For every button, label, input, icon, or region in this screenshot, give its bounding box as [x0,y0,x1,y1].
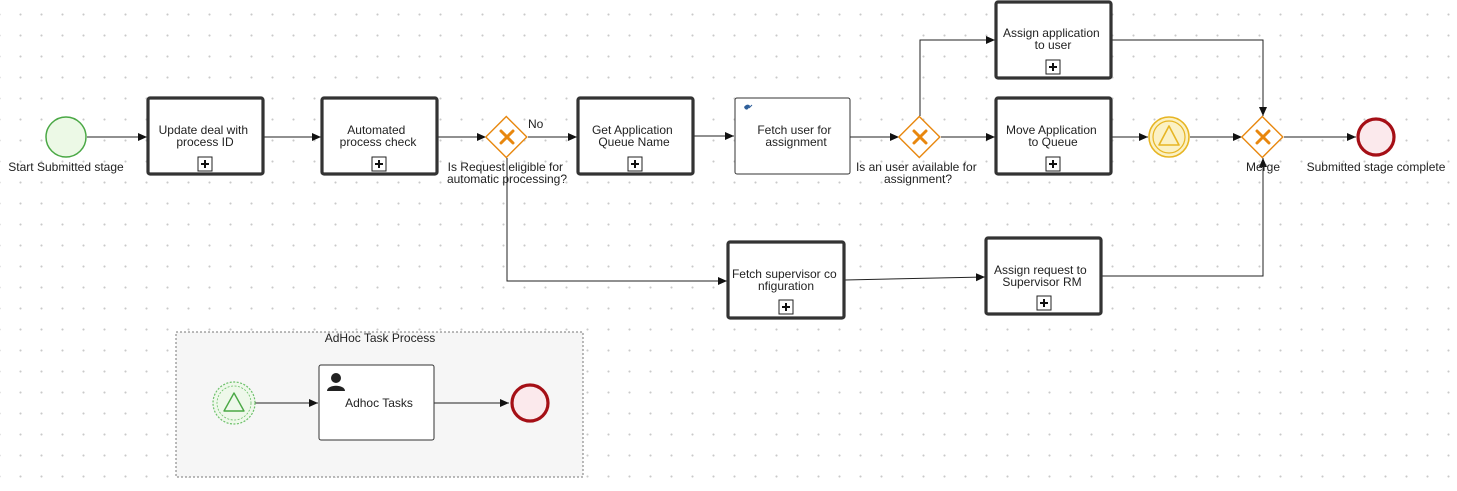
task-get-queue-line-1: Get Application [592,123,673,137]
task-fetch-supervisor[interactable]: Fetch supervisor co nfiguration [726,240,846,320]
escalation-triangle-icon [1158,125,1180,146]
gateway-user-available-line-2: assignment? [884,172,952,186]
escalation-intermediate-event[interactable] [1148,116,1190,158]
gateway-user-available-line-1: Is an user available for [856,160,977,174]
task-fetch-supervisor-line-2: nfiguration [758,279,814,293]
escalation-triangle-icon [223,392,245,412]
task-update-deal-line-1: Update deal with [159,123,248,137]
expand-plus-icon[interactable] [627,156,643,172]
start-event[interactable] [45,116,87,158]
task-fetch-supervisor-label: Fetch supervisor co nfiguration [732,267,840,293]
task-update-deal-line-2: process ID [176,135,234,149]
task-fetch-user[interactable]: Fetch user for assignment [734,97,851,175]
task-fetch-user-line-1: Fetch user for [757,123,831,137]
user-icon [327,373,345,391]
task-assign-application-line-2: to user [1035,38,1072,52]
gateway-merge[interactable] [1240,115,1284,159]
task-move-application-line-1: Move Application [1006,123,1097,137]
task-assign-supervisor-line-2: Supervisor RM [1002,275,1081,289]
adhoc-start-event[interactable] [212,381,256,425]
task-move-application[interactable]: Move Application to Queue [994,96,1113,176]
task-assign-application-line-1: Assign application [1003,26,1100,40]
exclusive-x-icon [499,129,515,145]
gateway-eligible-line-1: Is Request eligible for [448,160,563,174]
task-get-queue[interactable]: Get Application Queue Name [576,96,695,176]
sequence-flows [87,36,1356,285]
gateway-eligible-line-2: automatic processing? [447,172,567,186]
exclusive-x-icon [1255,129,1271,145]
expand-plus-icon[interactable] [1045,59,1061,75]
flow-assignapp-to-merge[interactable] [1112,39,1267,116]
flow-fetchsupervisor-to-assignsupervisor[interactable] [844,273,986,282]
flow-assignsupervisor-to-merge[interactable] [1101,158,1267,277]
script-task-icon [744,104,753,110]
task-automated-check[interactable]: Automated process check [320,96,439,176]
gateway-merge-label: Merge [1246,160,1280,174]
edge-no-label: No [528,117,544,131]
task-fetch-user-label: Fetch user for assignment [757,123,834,149]
expand-plus-icon[interactable] [197,156,213,172]
task-move-application-label: Move Application to Queue [1006,123,1100,149]
flow-gateway-to-fetchsupervisor[interactable] [506,158,727,285]
adhoc-end-event[interactable] [510,383,550,423]
adhoc-task[interactable]: Adhoc Tasks [318,364,435,441]
task-assign-supervisor-line-1: Assign request to [994,263,1087,277]
task-assign-application[interactable]: Assign application to user [994,0,1113,80]
adhoc-subprocess-title: AdHoc Task Process [325,331,436,345]
gateway-eligible-label: Is Request eligible for automatic proces… [447,160,567,186]
task-get-queue-label: Get Application Queue Name [592,123,676,149]
task-fetch-supervisor-line-1: Fetch supervisor co [732,267,837,281]
task-assign-application-label: Assign application to user [1003,26,1103,52]
task-automated-check-line-2: process check [340,135,418,149]
task-automated-check-label: Automated process check [340,123,418,149]
task-automated-check-line-1: Automated [347,123,405,137]
task-update-deal[interactable]: Update deal with process ID [146,96,265,176]
task-fetch-user-line-2: assignment [765,135,827,149]
expand-plus-icon[interactable] [778,299,794,315]
task-update-deal-label: Update deal with process ID [159,123,252,149]
adhoc-task-label: Adhoc Tasks [345,396,413,410]
gateway-user-available-label: Is an user available for assignment? [856,160,980,186]
start-event-label: Start Submitted stage [8,160,124,174]
gateway-user-available[interactable] [897,115,941,159]
flow-gateway2-to-assignapp[interactable] [919,36,995,116]
task-assign-supervisor[interactable]: Assign request to Supervisor RM [984,236,1103,316]
task-get-queue-line-2: Queue Name [598,135,670,149]
end-event-label: Submitted stage complete [1307,160,1446,174]
end-event[interactable] [1356,117,1396,157]
exclusive-x-icon [912,129,928,145]
task-assign-supervisor-label: Assign request to Supervisor RM [994,263,1090,289]
expand-plus-icon[interactable] [1045,156,1061,172]
expand-plus-icon[interactable] [1036,295,1052,311]
task-move-application-line-2: to Queue [1028,135,1078,149]
gateway-eligible[interactable] [484,115,528,159]
expand-plus-icon[interactable] [371,156,387,172]
